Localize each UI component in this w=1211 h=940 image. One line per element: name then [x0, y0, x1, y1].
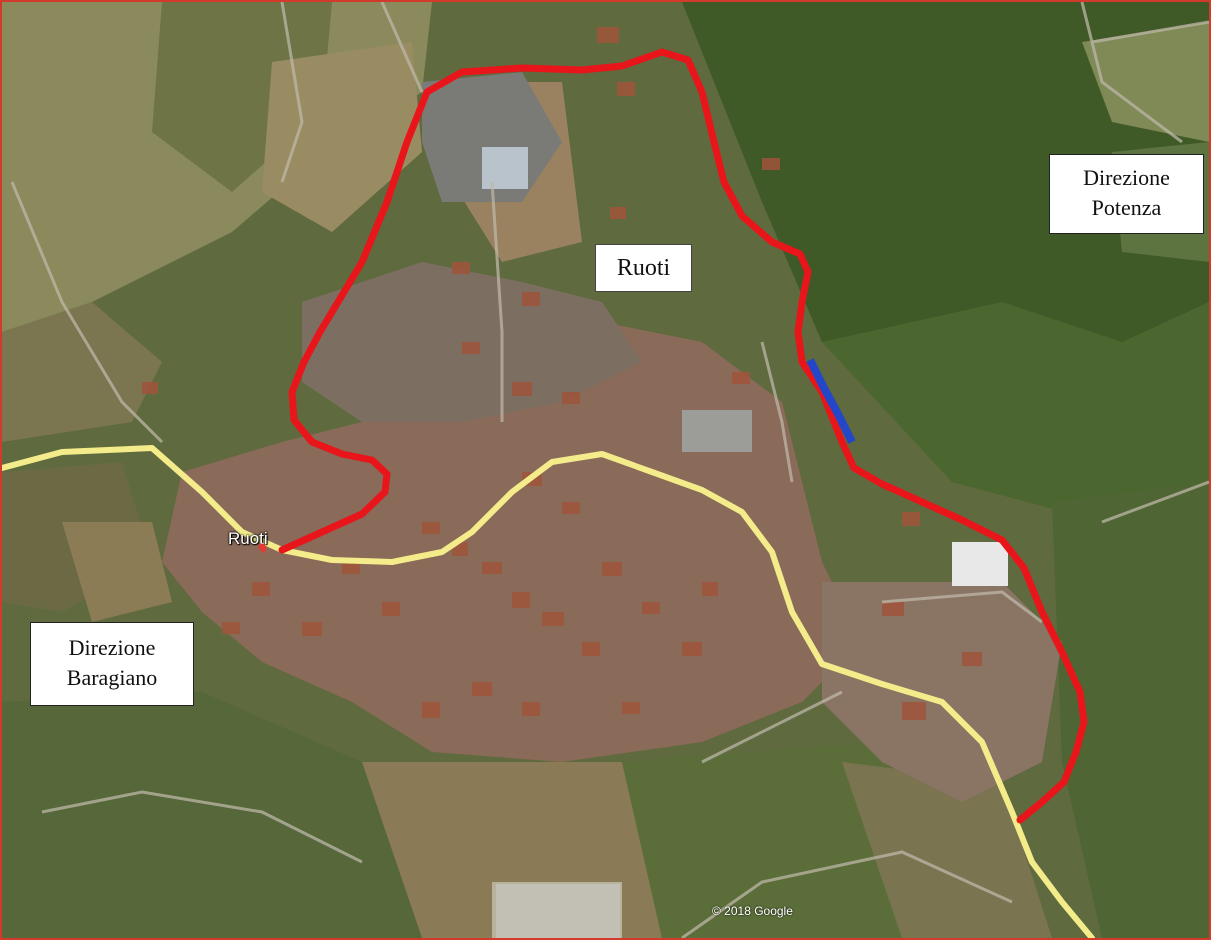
map-attribution: © 2018 Google: [712, 904, 793, 918]
rooftops: [142, 27, 982, 720]
minor-roads: [10, 2, 1209, 938]
bypass-route: [278, 48, 1088, 824]
town-name-label: Ruoti: [595, 244, 692, 292]
map-pin-label[interactable]: Ruoti: [228, 529, 268, 548]
direction-potenza-label: Direzione Potenza: [1049, 154, 1204, 234]
highlight-segment: [806, 358, 856, 444]
main-road-route: [2, 445, 1095, 938]
direction-baragiano-label: Direzione Baragiano: [30, 622, 194, 706]
